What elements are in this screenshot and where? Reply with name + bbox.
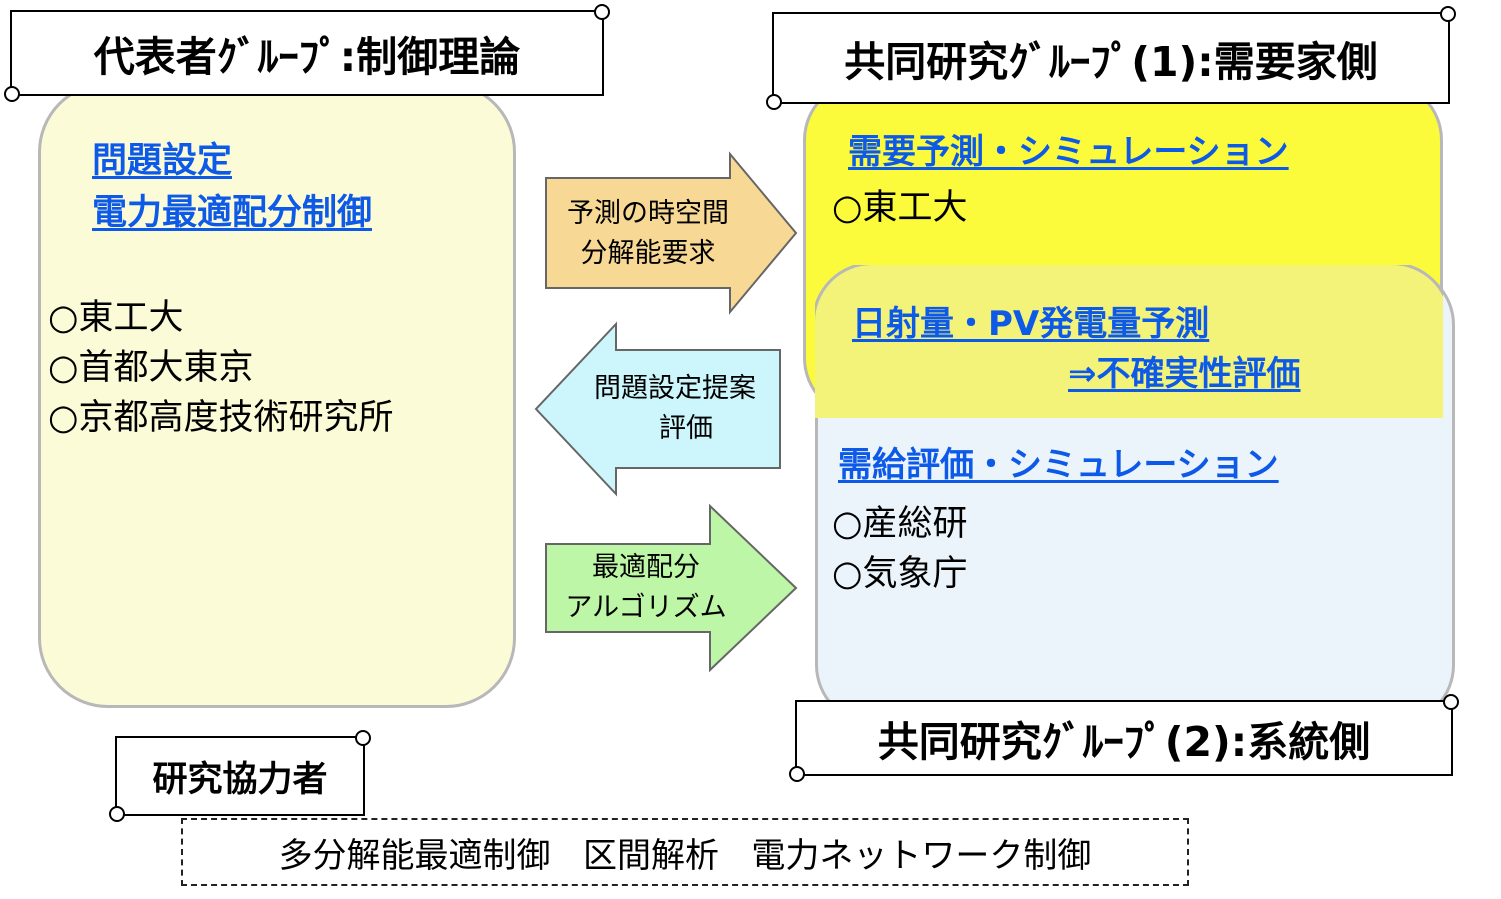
rep-member-tokyo-metropolitan-univ: ○首都大東京	[48, 348, 254, 388]
arrow-requirement-right	[545, 151, 798, 315]
cooperator-technologies-text: 多分解能最適制御 区間解析 電力ネットワーク制御	[278, 835, 1092, 876]
joint-group-2-title: 共同研究ｸﾞﾙｰﾌﾟ(2):系統側	[789, 694, 1459, 782]
overlap-region	[815, 265, 1443, 418]
demand-forecast-link[interactable]: 需要予測・シミュレーション	[848, 132, 1289, 172]
problem-setting-link[interactable]: 問題設定	[92, 141, 233, 181]
grid-member-aist: ○産総研	[832, 504, 968, 544]
representative-group-box	[38, 82, 516, 708]
uncertainty-evaluation-link[interactable]: ⇒不確実性評価	[1068, 354, 1301, 394]
arrow-algorithm-label: 最適配分 アルゴリズム	[565, 552, 727, 623]
solar-pv-forecast-link[interactable]: 日射量・PV発電量予測	[852, 304, 1210, 344]
joint-group-1-title: 共同研究ｸﾞﾙｰﾌﾟ(1):需要家側	[766, 6, 1456, 110]
arrow-algorithm-right	[545, 503, 798, 673]
supply-demand-evaluation-link[interactable]: 需給評価・シミュレーション	[838, 445, 1279, 485]
grid-member-jma: ○気象庁	[832, 554, 968, 594]
representative-group-title: 代表者ｸﾞﾙｰﾌﾟ:制御理論	[4, 4, 610, 102]
rep-member-kyoto-advanced-institute: ○京都高度技術研究所	[48, 398, 394, 438]
arrow-proposal-label: 問題設定提案 評価	[594, 373, 756, 444]
arrow-requirement-label: 予測の時空間 分解能要求	[567, 198, 729, 269]
demand-member-tokyo-tech: ○東工大	[832, 188, 968, 228]
rep-member-tokyo-tech: ○東工大	[48, 298, 184, 338]
cooperators-title: 研究協力者	[109, 730, 371, 822]
power-allocation-control-link[interactable]: 電力最適配分制御	[92, 193, 373, 233]
cooperator-technologies-box: 多分解能最適制御 区間解析 電力ネットワーク制御	[181, 818, 1189, 886]
arrow-proposal-left	[534, 321, 781, 497]
